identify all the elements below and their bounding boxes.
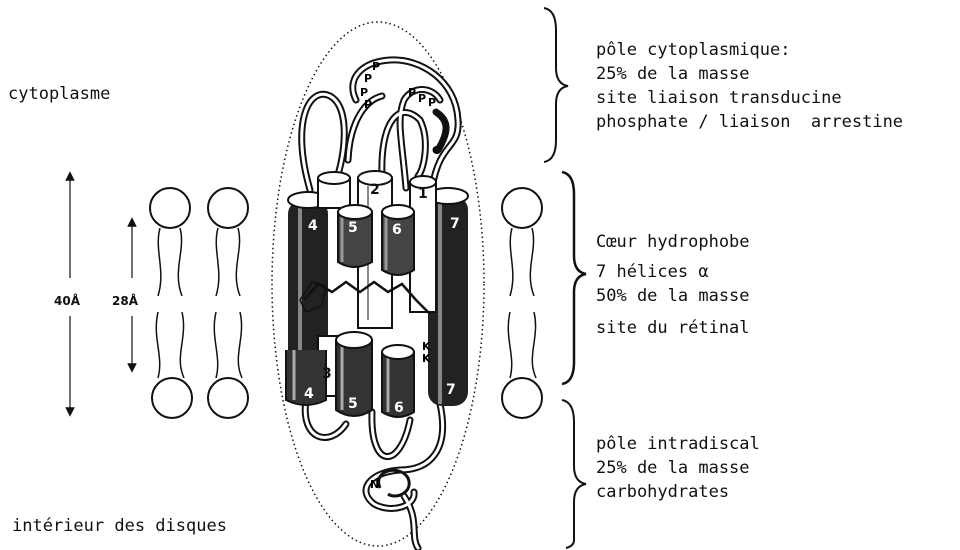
helix-top-cap: [318, 172, 350, 208]
phosphate-label: P: [408, 86, 416, 99]
phosphate-label: P: [418, 92, 426, 105]
lipid-molecule: [150, 188, 192, 418]
phosphate-label: P: [428, 96, 436, 109]
helix-label: 7: [446, 382, 456, 398]
phosphate-label: P: [364, 98, 372, 111]
intradiscal-loops: [305, 400, 442, 548]
helix-label: 4: [308, 218, 318, 234]
helix-6: [382, 205, 414, 275]
helix-5: [338, 205, 372, 267]
lipid-molecule: [502, 188, 542, 418]
brace-cytoplasmic: [544, 8, 568, 162]
helix-label: 4: [304, 386, 314, 402]
helix-label: 5: [348, 220, 358, 236]
helix-label: 2: [370, 182, 380, 198]
phosphate-label: P: [364, 72, 372, 85]
helix-label: 6: [394, 400, 404, 416]
brace-hydrophobic: [562, 172, 586, 384]
helix-label: 5: [348, 396, 358, 412]
lysine-label: K: [422, 352, 431, 365]
lipid-molecule: [208, 188, 248, 418]
brace-intradiscal: [562, 400, 586, 548]
helix-label: 7: [450, 216, 460, 232]
helix-label: 1: [418, 186, 428, 202]
helix-label: 3: [322, 366, 332, 382]
c-terminal-label: C: [432, 144, 440, 157]
helix-label: 6: [392, 222, 402, 238]
phosphate-label: P: [372, 60, 380, 73]
n-terminal-label: N: [370, 478, 379, 491]
